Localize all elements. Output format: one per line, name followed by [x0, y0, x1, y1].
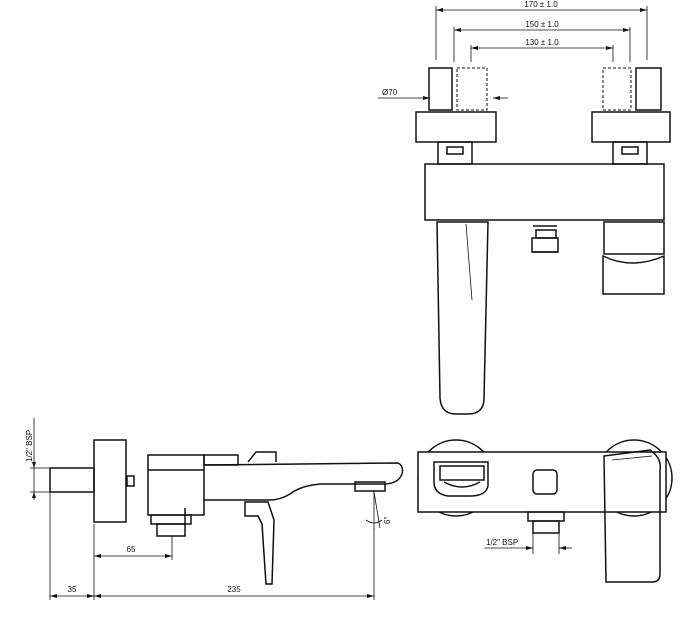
front-diverter-curve [443, 481, 481, 488]
top-view: 170 ± 1.0 150 ± 1.0 130 ± 1.0 Ø70 [378, 0, 671, 415]
front-button [532, 469, 558, 495]
side-spout [203, 462, 404, 501]
side-thread-label: 1/2" BSP [25, 430, 34, 462]
dim-middle-label: 150 ± 1.0 [525, 20, 559, 29]
front-diverter [433, 461, 489, 497]
dim-wall-label: 35 [68, 585, 77, 594]
dim-total-label: 235 [227, 585, 241, 594]
dim-inner-label: 130 ± 1.0 [525, 38, 559, 47]
angle-arc [365, 519, 383, 524]
front-body [417, 451, 667, 513]
front-thread-label: 1/2" BSP [486, 538, 518, 547]
right-nut [612, 141, 648, 165]
handle-collar [603, 221, 665, 255]
side-lever [244, 501, 275, 585]
wall-pipe [49, 467, 95, 493]
dim-spout-offset-label: 65 [127, 545, 136, 554]
front-nut-top [527, 511, 565, 522]
left-connector-pipe [428, 67, 453, 111]
side-nut-bottom [156, 523, 186, 537]
side-view: 1/2" BSP 6° 65 [25, 418, 404, 600]
side-aerator [354, 481, 386, 492]
right-nut-insert [621, 146, 639, 155]
left-escutcheon [415, 111, 497, 143]
angle-label: 6° [383, 516, 392, 524]
front-view: 1/2" BSP [417, 439, 673, 583]
mixer-body [424, 163, 665, 221]
side-escutcheon [93, 439, 127, 523]
front-nut-bottom [532, 520, 560, 534]
right-connector-pipe-hidden [602, 67, 632, 111]
front-diverter-inner [439, 465, 485, 481]
diverter [531, 225, 559, 253]
right-escutcheon [591, 111, 671, 143]
side-body-cap [203, 454, 239, 466]
side-escutcheon-tab [126, 475, 135, 487]
dim-diameter-label: Ø70 [382, 88, 398, 97]
right-connector-pipe [635, 67, 662, 111]
left-nut [437, 141, 473, 165]
side-handle-top [247, 451, 277, 463]
left-nut-insert [446, 146, 464, 155]
top-dimensions: 170 ± 1.0 150 ± 1.0 130 ± 1.0 Ø70 [378, 0, 648, 100]
front-lever [603, 449, 662, 583]
side-body [147, 454, 205, 516]
spout-edge [465, 223, 473, 301]
spout [436, 221, 489, 415]
left-connector-pipe-hidden [456, 67, 488, 111]
handle-lever [602, 254, 665, 295]
dim-outer-label: 170 ± 1.0 [524, 0, 558, 9]
